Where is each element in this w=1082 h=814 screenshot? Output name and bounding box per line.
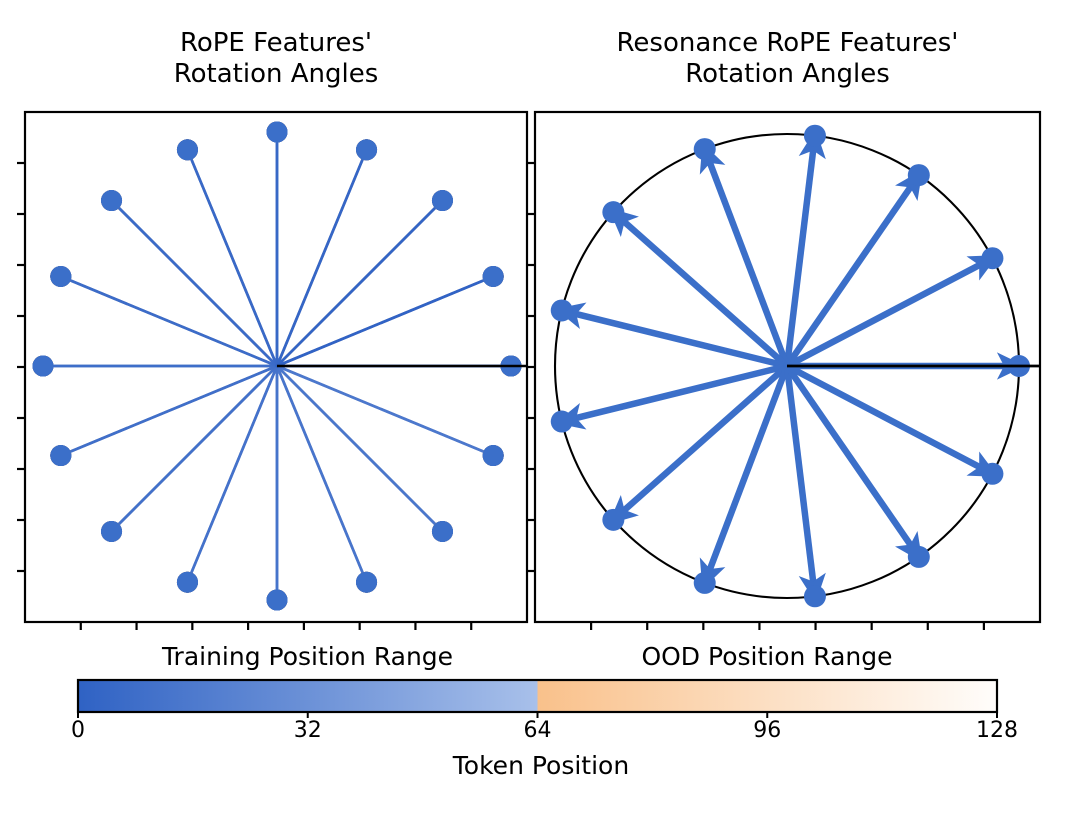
rope-tip-marker (32, 355, 54, 377)
rope-arrow (275, 199, 444, 368)
colorbar-training-range-label: Training Position Range (161, 642, 454, 671)
resonance-arrow (555, 302, 788, 370)
rope-tip-marker (431, 520, 453, 542)
rope-arrow (275, 275, 495, 368)
resonance-tip-marker (550, 299, 573, 322)
colorbar (76, 678, 999, 718)
colorbar-tick-label: 0 (71, 718, 85, 743)
rope-arrow (275, 148, 368, 368)
resonance-tip-marker (907, 545, 930, 568)
colorbar-ood-segment (537, 680, 997, 712)
resonance-tip-marker (907, 164, 930, 187)
rope-arrow (186, 364, 279, 584)
rope-tip-marker (431, 190, 453, 212)
rope-tip-marker (356, 571, 378, 593)
rope-arrow (110, 364, 279, 533)
rope-arrow (59, 275, 279, 368)
resonance-tip-marker (602, 508, 625, 531)
resonance-tip-marker (803, 585, 826, 608)
panel-title-rope: RoPE Features' Rotation Angles (173, 28, 379, 89)
resonance-tip-marker (693, 571, 716, 594)
rope-arrow (275, 364, 495, 457)
colorbar-ticks (77, 712, 998, 718)
colorbar-tick-label: 32 (293, 718, 322, 743)
resonance-arrow (785, 255, 999, 369)
colorbar-training-segment (78, 680, 538, 712)
panel-title-resonance-rope: Resonance RoPE Features' Rotation Angles (616, 28, 959, 89)
resonance-tip-marker (803, 124, 826, 147)
rope-tip-marker (266, 121, 288, 143)
rope-marker-group (32, 121, 522, 611)
rope-tip-marker (176, 571, 198, 593)
rope-arrow (59, 364, 279, 457)
rope-arrow (110, 199, 279, 368)
resonance-arrow (608, 363, 790, 525)
rope-tip-marker (482, 265, 504, 287)
colorbar-tick-label: 128 (976, 718, 1018, 743)
colorbar-ood-range-label: OOD Position Range (641, 642, 893, 671)
rope-tip-marker (101, 190, 123, 212)
colorbar-axis-title: Token Position (452, 751, 630, 780)
resonance-tip-marker (981, 247, 1004, 270)
resonance-tip-marker (693, 138, 716, 161)
resonance-arrow (784, 364, 923, 563)
rope-tip-marker (266, 589, 288, 611)
panel-resonance-rope (527, 110, 1042, 630)
resonance-marker-group (550, 124, 1030, 608)
resonance-tip-marker (981, 462, 1004, 485)
plot-area (17, 110, 1042, 630)
resonance-arrow (785, 363, 999, 477)
panel-rope (17, 110, 529, 630)
resonance-arrow (555, 362, 788, 430)
rope-tip-marker (356, 139, 378, 161)
resonance-arrow (699, 364, 791, 590)
colorbar-tick-label: 64 (523, 718, 552, 743)
rope-arrow (275, 364, 368, 584)
resonance-tip-marker (602, 201, 625, 224)
resonance-tip-marker (550, 410, 573, 433)
resonance-arrow (699, 142, 791, 368)
resonance-arrow (783, 129, 826, 367)
resonance-arrow (784, 169, 923, 368)
resonance-axis-ticks (527, 161, 985, 630)
rope-tip-marker (50, 265, 72, 287)
rope-tip-marker (482, 445, 504, 467)
rope-tip-marker (101, 520, 123, 542)
resonance-arrow (783, 365, 826, 603)
resonance-arrow (608, 207, 790, 369)
rope-tip-marker (50, 445, 72, 467)
rope-tip-marker (176, 139, 198, 161)
rope-arrow (275, 364, 444, 533)
rope-arrow (186, 148, 279, 368)
rope-axis-ticks (17, 161, 473, 630)
colorbar-tick-label: 96 (753, 718, 782, 743)
